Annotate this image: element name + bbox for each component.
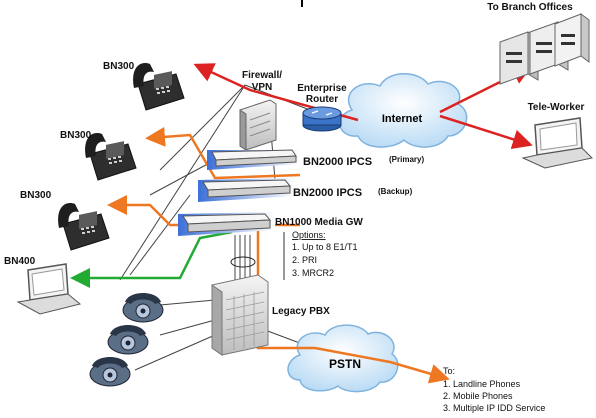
bn400-label: BN400 (4, 256, 36, 267)
branch-office-servers: To Branch Offices (487, 2, 590, 85)
analog-phone (89, 357, 131, 387)
destination-item: 2. Mobile Phones (443, 391, 513, 401)
ipcs-backup-server: BN2000 IPCS (Backup) (198, 178, 413, 202)
link-to-tele-worker (439, 114, 533, 149)
pstn-label: PSTN (329, 357, 361, 371)
top-mark (301, 0, 303, 7)
wire-line (159, 299, 216, 306)
wire-line (159, 319, 216, 336)
voice-links (107, 126, 450, 384)
wire-line (119, 84, 246, 281)
firewall-label-line2: VPN (252, 82, 273, 93)
wire-line (159, 84, 246, 171)
gateway-options: Options: 1. Up to 8 E1/T1 2. PRI 3. MRCR… (283, 230, 358, 280)
pstn-destinations: To: 1. Landline Phones 2. Mobile Phones … (443, 366, 545, 413)
bn300-phone-lower: BN300 (20, 190, 110, 251)
pstn-cloud: PSTN (287, 324, 399, 393)
internet-cloud: Internet (339, 73, 468, 148)
destination-item: 3. Multiple IP IDD Service (443, 403, 545, 413)
branch-offices-label: To Branch Offices (487, 2, 573, 13)
firewall-label-line1: Firewall/ (242, 70, 282, 81)
wire-line (134, 334, 216, 371)
ipcs-backup-tag: (Backup) (378, 187, 413, 196)
desk-phone-icon (85, 133, 137, 181)
analog-phone (122, 293, 164, 323)
link-to-bn300-middle (145, 126, 301, 180)
media-gw-label: BN1000 Media GW (275, 217, 363, 228)
bn300-label: BN300 (60, 130, 92, 141)
options-title: Options: (292, 230, 326, 240)
destinations-title: To: (443, 366, 455, 376)
wire-line (149, 159, 216, 196)
server-icon (554, 13, 590, 67)
router-label-line2: Router (306, 94, 338, 105)
tele-worker-laptop: Tele-Worker (521, 102, 594, 169)
option-item: 1. Up to 8 E1/T1 (292, 242, 358, 252)
bn300-phone-top: BN300 (103, 61, 185, 111)
legacy-pbx-label: Legacy PBX (272, 306, 330, 317)
option-item: 2. PRI (292, 255, 317, 265)
data-links (70, 230, 233, 288)
bn300-phone-middle: BN300 (60, 130, 137, 181)
legacy-pbx: Legacy PBX (211, 274, 330, 356)
option-item: 3. MRCR2 (292, 268, 334, 278)
bn300-label: BN300 (20, 190, 52, 201)
ipcs-primary-tag: (Primary) (389, 155, 424, 164)
bn300-label: BN300 (103, 61, 135, 72)
internet-label: Internet (382, 113, 423, 125)
router-label-line1: Enterprise (297, 83, 347, 94)
destination-item: 1. Landline Phones (443, 379, 521, 389)
media-gateway: BN1000 Media GW (178, 212, 363, 236)
wire-line (129, 194, 191, 276)
tele-worker-label: Tele-Worker (528, 102, 585, 113)
ipcs-primary-label: BN2000 IPCS (303, 156, 372, 168)
desk-phone-icon (133, 63, 185, 111)
ipcs-backup-label: BN2000 IPCS (293, 187, 362, 199)
firewall: Firewall/ VPN (239, 70, 282, 151)
desk-phone-icon (58, 203, 110, 251)
enterprise-router: Enterprise Router (297, 83, 347, 132)
bn400-laptop: BN400 (4, 256, 82, 315)
ipcs-primary-server: BN2000 IPCS (Primary) (207, 149, 424, 170)
analog-phone (107, 325, 149, 355)
wire-bundle (230, 256, 256, 268)
link-to-bn400 (70, 230, 233, 288)
link-to-pstn-destinations (256, 230, 450, 384)
